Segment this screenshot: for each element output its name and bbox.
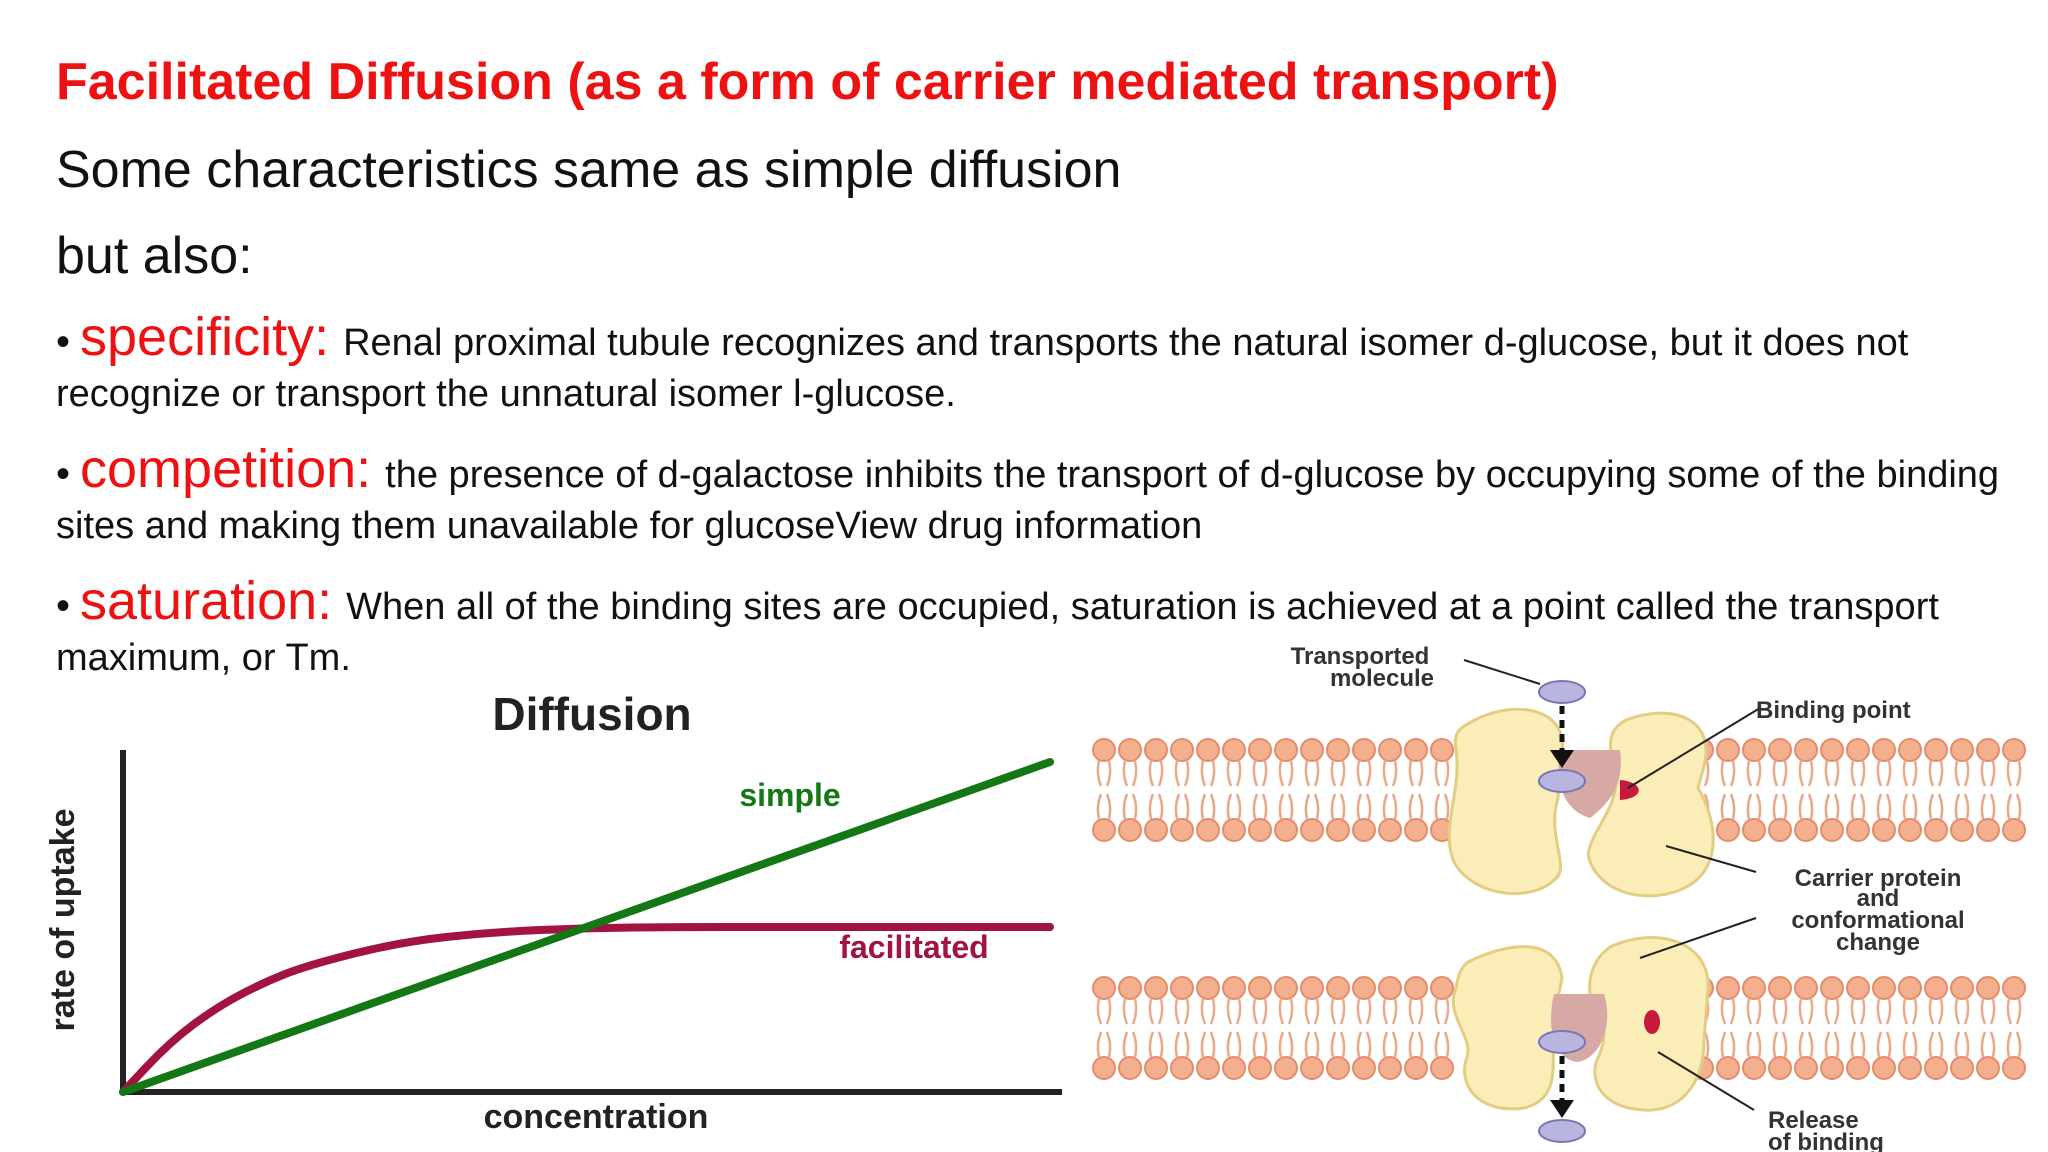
label-carrier-2: and — [1857, 885, 1900, 912]
label-carrier-3: conformational — [1791, 907, 1964, 934]
bullet-dot: • — [56, 584, 71, 628]
callout-carrier-1 — [1665, 845, 1757, 873]
transported-molecule — [1538, 680, 1586, 704]
callout-binding-point — [1627, 707, 1761, 789]
series-label-facilitated: facilitated — [839, 929, 988, 965]
label-carrier-1: Carrier protein — [1795, 865, 1962, 892]
bullet-dot: • — [56, 452, 71, 496]
x-axis-label: concentration — [484, 1098, 709, 1136]
released-molecule — [1538, 1030, 1586, 1054]
carrier-protein-top — [1447, 707, 1715, 898]
bound-molecule — [1538, 769, 1586, 793]
exited-molecule — [1538, 1119, 1586, 1143]
chart-title: Diffusion — [492, 688, 691, 740]
entry-arrowhead — [1550, 750, 1574, 768]
bullet-term: saturation: — [80, 571, 333, 631]
released-binding-point — [1644, 1010, 1660, 1034]
label-carrier-4: change — [1836, 929, 1920, 956]
membrane-top — [1092, 738, 2026, 842]
callout-transported — [1463, 659, 1541, 685]
label-transported-2: molecule — [1330, 665, 1434, 692]
bullet-text: When all of the binding sites are occupi… — [56, 586, 1939, 679]
bullet-specificity: •specificity:Renal proximal tubule recog… — [56, 310, 2016, 420]
bullet-saturation: •saturation:When all of the binding site… — [56, 574, 2016, 684]
label-release-2: of binding — [1768, 1129, 1884, 1152]
y-axis-label: rate of uptake — [44, 809, 82, 1032]
series-label-simple: simple — [739, 777, 840, 813]
label-binding-point: Binding point — [1756, 697, 1911, 724]
subtitle-line-2: but also: — [56, 227, 253, 285]
carrier-protein-bottom — [1451, 936, 1710, 1112]
carrier-protein-diagram: Transported molecule Binding point Carri… — [1092, 643, 2026, 1152]
diffusion-chart: Diffusion concentration rate of uptake s… — [44, 688, 1062, 1136]
bullet-term: competition: — [80, 439, 372, 499]
subtitle-line-1: Some characteristics same as simple diff… — [56, 141, 1122, 199]
series-line-facilitated — [119, 923, 1054, 1096]
label-transported-1: Transported — [1291, 643, 1430, 670]
bullet-text: Renal proximal tubule recognizes and tra… — [56, 322, 1909, 415]
slide-title: Facilitated Diffusion (as a form of carr… — [56, 53, 1559, 111]
bullet-dot: • — [56, 320, 71, 364]
exit-arrowhead — [1550, 1100, 1574, 1118]
label-release-1: Release — [1768, 1107, 1859, 1134]
bullet-text: the presence of d-galactose inhibits the… — [56, 454, 2000, 547]
bullet-competition: •competition:the presence of d-galactose… — [56, 442, 2016, 552]
bullet-term: specificity: — [80, 307, 330, 367]
callout-carrier-2 — [1639, 917, 1757, 959]
series-layer — [119, 758, 1054, 1096]
series-line-simple — [119, 758, 1054, 1096]
callout-release — [1657, 1051, 1755, 1111]
